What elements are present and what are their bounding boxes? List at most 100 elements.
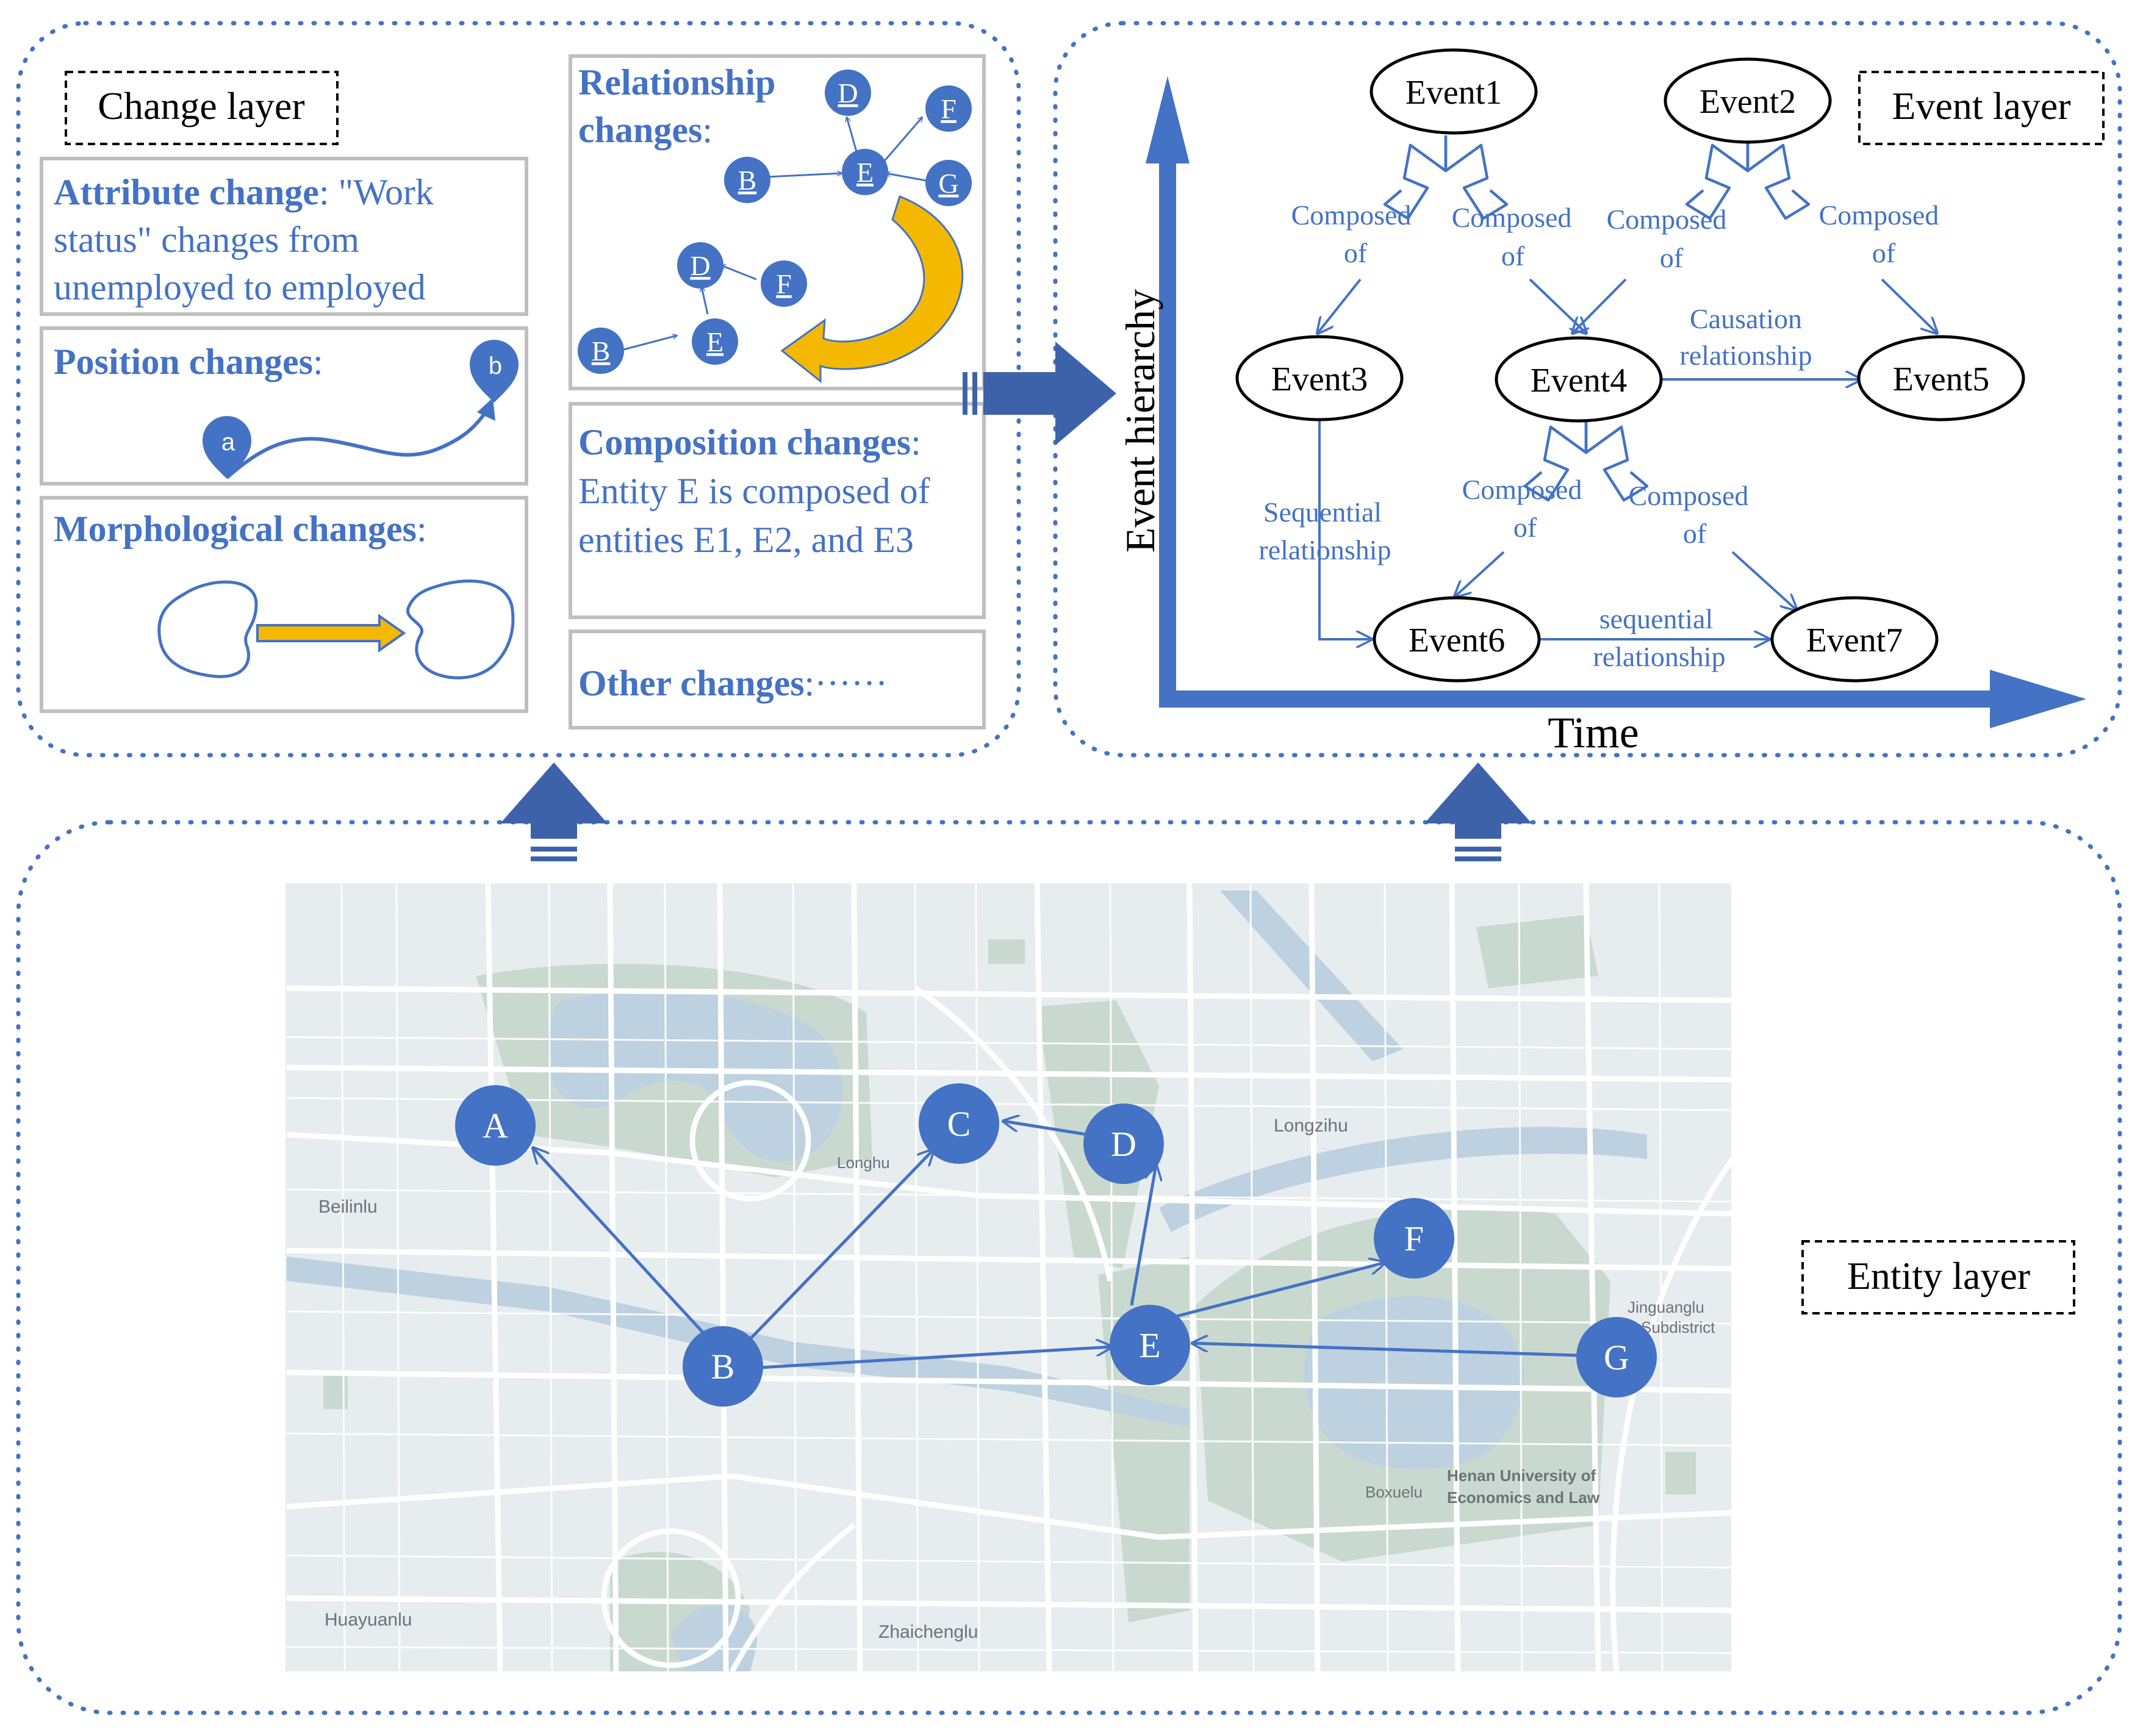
map-label-zhaichenglu: Zhaichenglu bbox=[878, 1622, 978, 1642]
x-axis bbox=[1159, 690, 2001, 708]
attribute-change-box bbox=[40, 157, 528, 316]
map-minor-roads bbox=[286, 883, 1733, 1672]
entity-node-a: A bbox=[455, 1085, 536, 1166]
change-layer-frame bbox=[16, 21, 1021, 758]
event-node-4: Event4 bbox=[1495, 336, 1663, 423]
label-e2-e5-composed: Composed bbox=[1819, 199, 1939, 231]
entity-edge-b-e bbox=[759, 1347, 1111, 1369]
relationship-heading-1: Relationship bbox=[578, 62, 775, 102]
relationship-heading-2: changes bbox=[578, 110, 702, 150]
relationship-node-bottom-e: E bbox=[692, 318, 738, 365]
composition-glyph-event4 bbox=[1523, 417, 1649, 502]
map-label-subdistrict: Subdistrict bbox=[1641, 1318, 1715, 1336]
entity-to-event-arrow bbox=[1424, 762, 1532, 861]
relationship-node-label: F bbox=[776, 268, 792, 299]
event-node-label: Event4 bbox=[1531, 362, 1628, 400]
city-map: Beilinlu Longhu Longzihu Jinguanglu Subd… bbox=[285, 883, 1735, 1673]
event-layer-title: Event layer bbox=[1892, 84, 2070, 127]
relationship-edges bbox=[619, 117, 927, 352]
pin-b-label: b bbox=[489, 353, 502, 379]
edge-e2-e4 bbox=[1573, 278, 1627, 333]
composition-suffix: : bbox=[911, 422, 921, 462]
attribute-change-line3: unemployed to employed bbox=[54, 267, 426, 307]
map-label-university-2: Economics and Law bbox=[1447, 1488, 1600, 1507]
relationship-curved-arrow bbox=[780, 195, 964, 384]
relationship-suffix: : bbox=[702, 110, 713, 150]
event-node-6: Event6 bbox=[1373, 596, 1541, 683]
label-e4-e7-of: of bbox=[1683, 518, 1707, 549]
relationship-node-bottom-f: F bbox=[761, 260, 807, 307]
attribute-change-line2: status" changes from bbox=[54, 220, 359, 260]
event-node-3: Event3 bbox=[1235, 335, 1404, 421]
entity-to-change-arrow bbox=[500, 762, 608, 861]
entity-node-label: A bbox=[483, 1106, 508, 1146]
rel-edge-b-e bbox=[767, 173, 842, 178]
edge-e3-e6 bbox=[1318, 421, 1371, 639]
edge-e4-e6 bbox=[1455, 551, 1505, 597]
event-layer-title-box bbox=[1858, 71, 2105, 145]
entity-node-label: B bbox=[711, 1347, 735, 1386]
relationship-node-bottom-d: D bbox=[677, 242, 723, 289]
entity-layer: Entity layer bbox=[285, 883, 2075, 1673]
position-change-suffix: : bbox=[313, 342, 323, 382]
block-arrow-right bbox=[983, 342, 1116, 445]
other-change-text: Other changes:······ bbox=[578, 663, 888, 703]
other-suffix: :······ bbox=[805, 663, 888, 703]
relationship-node-label: B bbox=[738, 165, 757, 196]
event-node-2: Event2 bbox=[1664, 57, 1832, 144]
rel-edge-g-e bbox=[886, 173, 927, 182]
entity-node-label: F bbox=[1404, 1219, 1424, 1258]
other-change-box bbox=[569, 629, 986, 730]
label-sequential-1: Sequential bbox=[1263, 497, 1382, 528]
position-change-heading: Position changes bbox=[54, 342, 313, 382]
composition-change-box bbox=[569, 402, 986, 619]
label-e4-e7-composed: Composed bbox=[1629, 480, 1749, 511]
map-label-longzihu: Longzihu bbox=[1274, 1116, 1348, 1136]
entity-node-label: G bbox=[1604, 1338, 1629, 1377]
event-node-label: Event3 bbox=[1271, 360, 1368, 398]
composition-glyph-event1 bbox=[1383, 135, 1509, 220]
event-node-label: Event7 bbox=[1806, 622, 1903, 659]
edge-e4-e7 bbox=[1731, 551, 1797, 610]
change-layer: Change layer Attribute change: "Work sta… bbox=[40, 54, 986, 730]
label-e1-e4-of: of bbox=[1501, 240, 1525, 271]
entity-layer-title-box bbox=[1801, 1240, 2075, 1315]
entity-node-d: D bbox=[1083, 1103, 1164, 1184]
event-node-1: Event1 bbox=[1369, 48, 1538, 135]
entity-edge-d-c bbox=[1003, 1121, 1096, 1138]
rel-edge-e-d-2 bbox=[702, 287, 709, 315]
event-edges bbox=[1318, 278, 1937, 639]
change-to-event-arrow bbox=[963, 342, 1116, 445]
entity-edge-b-c bbox=[746, 1150, 933, 1343]
entity-edge-e-f bbox=[1171, 1263, 1385, 1319]
event-node-7: Event7 bbox=[1770, 596, 1939, 683]
map-label-huayuanlu: Huayuanlu bbox=[325, 1610, 412, 1630]
rel-edge-e-d bbox=[847, 117, 858, 154]
shape-after bbox=[406, 579, 515, 680]
position-path-arrowhead bbox=[477, 398, 495, 421]
position-path bbox=[225, 407, 490, 479]
map-label-university-1: Henan University of bbox=[1447, 1466, 1596, 1485]
x-axis-arrowhead bbox=[1990, 670, 2086, 728]
relationship-node-bottom-b: B bbox=[578, 328, 624, 374]
label-e2-e4-of: of bbox=[1660, 242, 1684, 273]
edge-e1-e4 bbox=[1529, 278, 1586, 333]
composition-change-text: Composition changes: Entity E is compose… bbox=[578, 422, 939, 560]
y-axis-label: Event hierarchy bbox=[1117, 289, 1163, 553]
entity-node-label: D bbox=[1111, 1124, 1136, 1164]
relationship-node-top-e: E bbox=[842, 149, 888, 195]
relationship-node-label: G bbox=[938, 168, 958, 199]
position-change-text: Position changes: bbox=[54, 342, 323, 382]
label-sequential-lower-1: sequential bbox=[1599, 603, 1714, 634]
rel-edge-f-d-2 bbox=[721, 265, 757, 281]
map-label-beilinlu: Beilinlu bbox=[318, 1197, 378, 1217]
attribute-change-line1: : "Work bbox=[319, 172, 434, 212]
composition-glyphs bbox=[1383, 135, 1811, 502]
event-node-label: Event1 bbox=[1405, 74, 1502, 112]
label-causation-2: relationship bbox=[1679, 340, 1812, 371]
